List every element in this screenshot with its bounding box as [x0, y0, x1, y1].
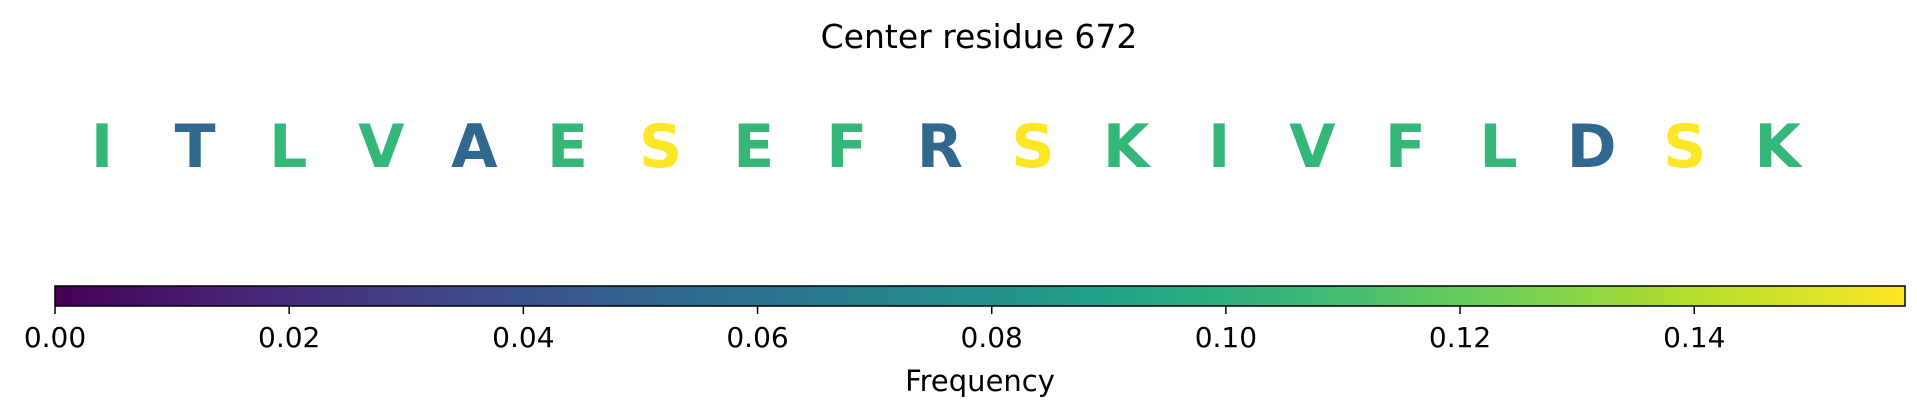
residue-letter: V [1289, 112, 1336, 182]
residue-letter: K [1755, 112, 1804, 182]
colorbar-tick-label: 0.08 [961, 321, 1023, 354]
colorbar-tick-label: 0.06 [726, 321, 788, 354]
colorbar-tick-label: 0.12 [1429, 321, 1491, 354]
residue-letter: A [451, 112, 498, 182]
residue-letter: I [91, 112, 113, 182]
residue-letter: E [733, 112, 774, 182]
residue-letter: T [175, 112, 216, 182]
residue-letter: S [1663, 112, 1706, 182]
residue-letter: I [1208, 112, 1230, 182]
chart-title: Center residue 672 [821, 17, 1138, 56]
residue-letter: F [1385, 112, 1426, 182]
residue-letter: K [1103, 112, 1152, 182]
residue-letter: D [1567, 112, 1617, 182]
colorbar-frame [54, 285, 1906, 307]
colorbar-ticks: 0.00 0.02 0.04 0.06 0.08 0.10 0.12 0.14 [24, 306, 1725, 354]
colorbar-tick-label: 0.00 [24, 321, 86, 354]
colorbar-gradient [55, 286, 1905, 306]
residue-letter: L [269, 112, 307, 182]
residue-letter: S [1011, 112, 1054, 182]
residue-letter: V [358, 112, 405, 182]
residue-letter: S [639, 112, 682, 182]
residue-letter: R [917, 112, 963, 182]
colorbar: 0.00 0.02 0.04 0.06 0.08 0.10 0.12 0.14 [24, 285, 1906, 354]
colorbar-label: Frequency [905, 364, 1055, 398]
residue-letter: L [1479, 112, 1517, 182]
residue-letter: F [826, 112, 867, 182]
colorbar-tick-label: 0.04 [492, 321, 554, 354]
colorbar-tick-label: 0.10 [1195, 321, 1257, 354]
residue-letter: E [547, 112, 588, 182]
colorbar-tick-label: 0.14 [1663, 321, 1725, 354]
colorbar-tick-label: 0.02 [258, 321, 320, 354]
